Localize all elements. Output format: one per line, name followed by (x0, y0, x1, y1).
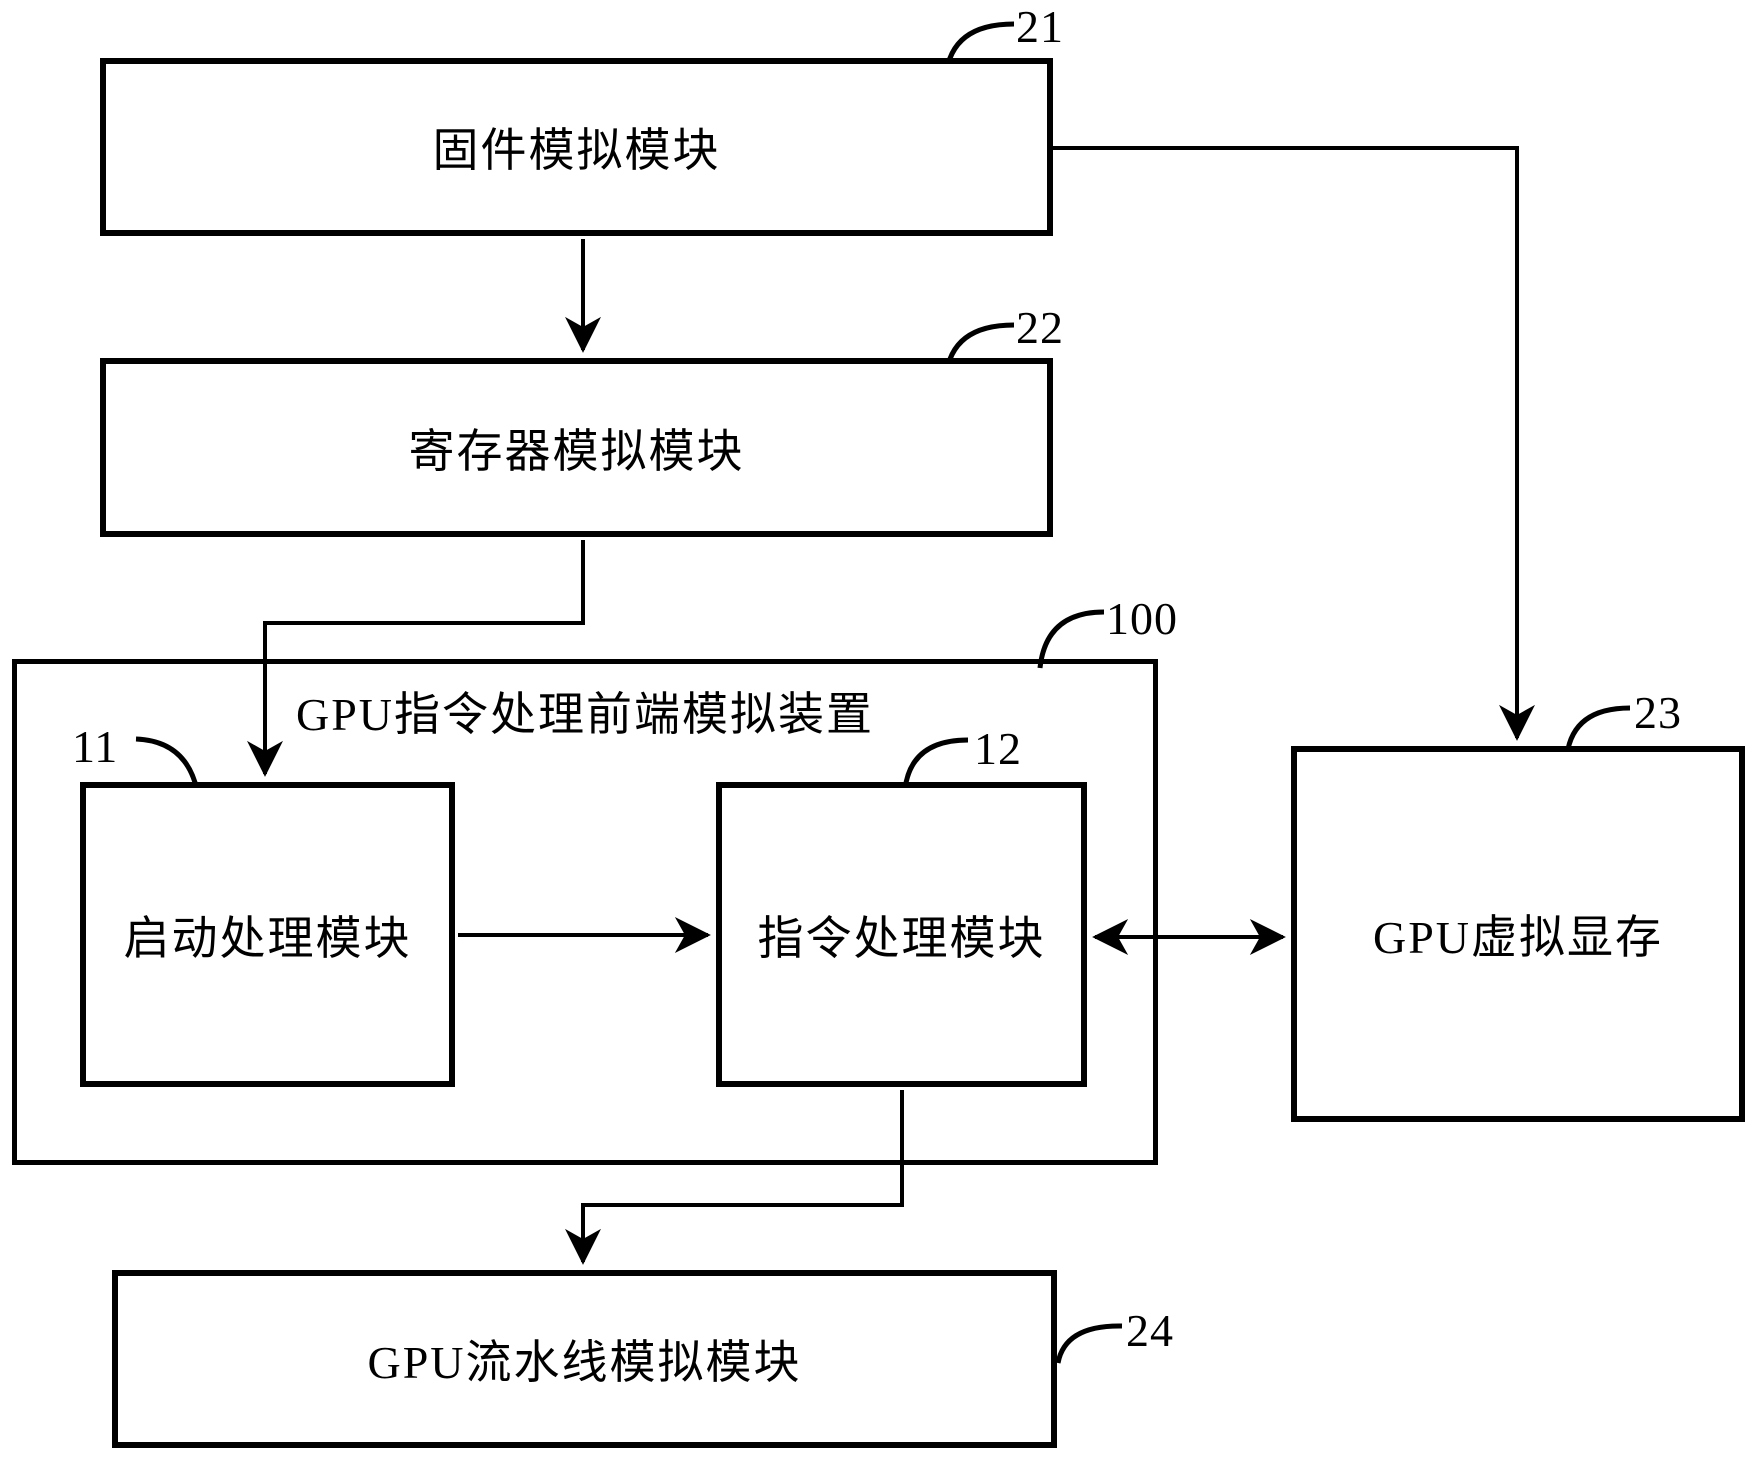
ref-label-100: 100 (1106, 593, 1178, 644)
arrow-instruction-to-pipeline (565, 1090, 904, 1265)
ref-label-22: 22 (1016, 302, 1064, 353)
arrow-register-to-startup (247, 540, 585, 777)
arrow-firmware-to-vram (1053, 146, 1535, 741)
pipeline-module-label: GPU流水线模拟模块 (367, 1337, 802, 1388)
instruction-module-label: 指令处理模块 (757, 912, 1046, 964)
leader-arc-24 (1055, 1323, 1123, 1364)
ref-label-11: 11 (72, 721, 119, 772)
firmware-module-box: 固件模拟模块 (100, 58, 1053, 236)
startup-module-box: 启动处理模块 (80, 782, 455, 1087)
ref-label-23: 23 (1634, 687, 1682, 738)
frontend-device-title: GPU指令处理前端模拟装置 (295, 689, 875, 740)
ref-label-21: 21 (1016, 1, 1064, 52)
ref-label-24: 24 (1126, 1305, 1174, 1356)
leader-arc-100 (1037, 609, 1105, 669)
firmware-module-label: 固件模拟模块 (432, 125, 721, 176)
startup-module-label: 启动处理模块 (123, 912, 412, 964)
leader-arc-12 (902, 737, 969, 790)
register-module-box: 寄存器模拟模块 (100, 358, 1053, 537)
vram-box: GPU虚拟显存 (1291, 746, 1745, 1122)
pipeline-module-box: GPU流水线模拟模块 (112, 1270, 1057, 1448)
vram-label: GPU虚拟显存 (1372, 912, 1664, 963)
register-module-label: 寄存器模拟模块 (408, 425, 745, 477)
instruction-module-box: 指令处理模块 (716, 782, 1087, 1087)
leader-arc-11 (135, 736, 200, 791)
frontend-device-box: GPU指令处理前端模拟装置 (12, 659, 1158, 1165)
ref-label-12: 12 (974, 723, 1022, 774)
